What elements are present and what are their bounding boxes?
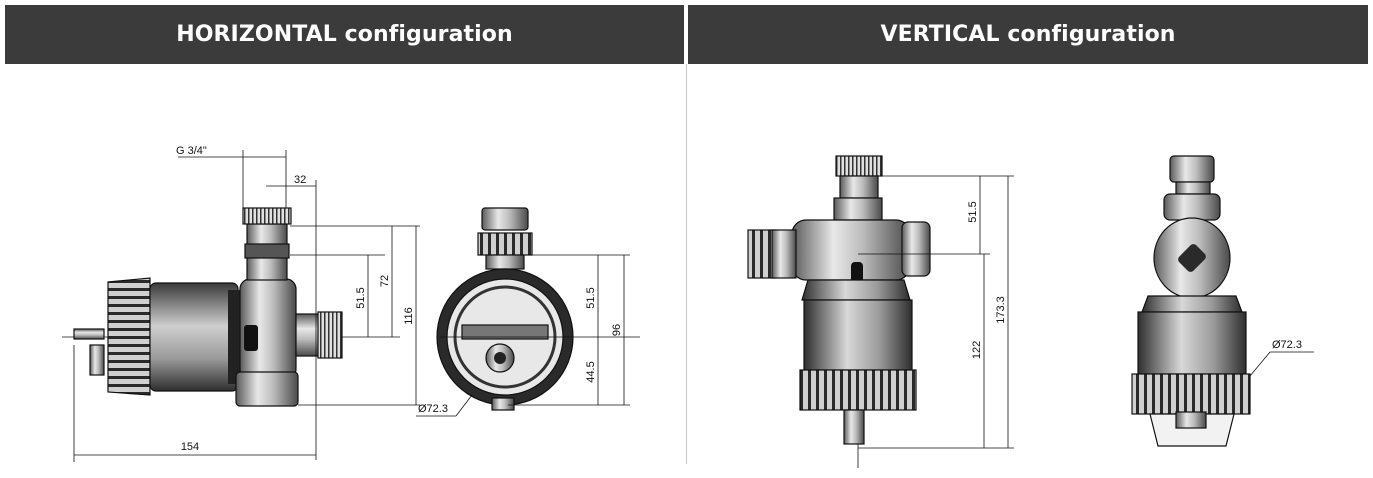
panel-divider <box>686 64 687 464</box>
dim-44-5: 44.5 <box>585 361 597 382</box>
dim-173-3: 173.3 <box>995 296 1007 324</box>
horizontal-front-view <box>436 207 574 411</box>
dim-72: 72 <box>379 275 391 287</box>
horizontal-config-header: HORIZONTAL configuration <box>5 5 684 64</box>
dim-diameter-vertical: Ø72.3 <box>1272 339 1302 351</box>
dim-122: 122 <box>971 341 983 359</box>
vertical-side-dimensions: 51.5 122 173.3 <box>858 175 1014 449</box>
horizontal-side-dimensions: G 3/4" 32 51.5 72 116 154 <box>73 145 420 462</box>
dim-32: 32 <box>294 174 306 186</box>
vertical-side-view <box>747 155 931 468</box>
dim-154: 154 <box>181 441 199 453</box>
dim-51-5: 51.5 <box>355 287 367 308</box>
dim-116: 116 <box>403 307 415 325</box>
vertical-config-header: VERTICAL configuration <box>688 5 1368 64</box>
vertical-front-view <box>1131 155 1251 447</box>
dim-thread: G 3/4" <box>176 145 207 157</box>
dim-v-51-5: 51.5 <box>967 201 979 222</box>
horizontal-front-dimensions: 51.5 44.5 96 Ø72.3 <box>416 254 640 417</box>
dim-front-51-5: 51.5 <box>585 287 597 308</box>
horizontal-side-view <box>62 207 400 407</box>
vertical-front-dimensions: Ø72.3 <box>1249 339 1314 377</box>
dim-diameter-horizontal: Ø72.3 <box>418 403 448 415</box>
dim-96: 96 <box>611 324 623 336</box>
